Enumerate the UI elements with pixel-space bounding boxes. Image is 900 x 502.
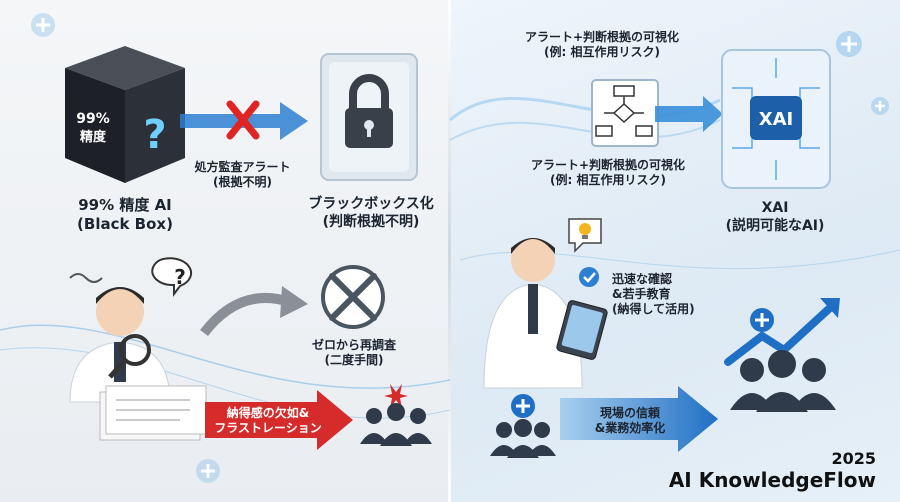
confirm-line3: (納得して活用)	[612, 302, 695, 316]
trust-label: 現場の信頼 &業務効率化	[570, 406, 690, 436]
trust-line1: 現場の信頼	[599, 406, 660, 420]
frustration-label: 納得感の欠如& フラストレーション	[208, 406, 328, 436]
reinvestigate-title: ゼロから再調査	[311, 338, 396, 352]
brand-name: AI KnowledgeFlow	[668, 468, 876, 492]
check-icon	[579, 267, 599, 287]
black-box-ai-title: 99% 精度 AI	[78, 196, 172, 214]
xai-subtitle: (説明可能なAI)	[725, 217, 825, 234]
svg-text:XAI: XAI	[759, 109, 794, 130]
frustration-line1: 納得感の欠如&	[226, 406, 310, 420]
plus-icon	[836, 31, 862, 57]
red-arrow-icon	[205, 390, 353, 450]
black-box-cube-icon: 99% 精度 ?	[65, 46, 185, 183]
alert-label: 処方監査アラート (根拠不明)	[180, 160, 305, 190]
reinvestigate-label: ゼロから再調査 (二度手間)	[293, 338, 415, 368]
svg-text:?: ?	[143, 112, 166, 158]
black-box-ai-subtitle: (Black Box)	[77, 214, 173, 233]
blackbox-label: ブラックボックス化 (判断根拠不明)	[296, 196, 446, 231]
confirm-label: 迅速な確認 &若手教育 (納得して活用)	[612, 272, 722, 317]
black-box-ai-label: 99% 精度 AI (Black Box)	[45, 196, 205, 234]
pharmacist-tablet-icon	[483, 238, 608, 389]
frustrated-team-icon	[360, 384, 432, 446]
panel-divider	[448, 0, 451, 502]
svg-text:99%: 99%	[76, 111, 110, 127]
brand-year: 2025	[831, 449, 876, 468]
mid-caption-subtitle: (例: 相互作用リスク)	[550, 173, 666, 187]
top-caption-title: アラート+判断根拠の可視化	[524, 30, 680, 44]
padlock-glass-icon	[320, 53, 418, 181]
blue-arrow-icon	[655, 96, 723, 132]
confirm-line2: &若手教育	[612, 287, 671, 301]
curved-arrow-icon	[200, 286, 308, 337]
blackbox-subtitle: (判断根拠不明)	[322, 213, 420, 230]
xai-chip-icon: XAI	[721, 49, 831, 189]
reinvestigate-subtitle: (二度手間)	[324, 353, 384, 367]
mid-caption-title: アラート+判断根拠の可視化	[530, 158, 686, 172]
xai-label: XAI (説明可能なAI)	[710, 200, 840, 235]
flowchart-icon	[591, 79, 659, 147]
team-plus-icon	[490, 394, 556, 458]
trust-line2: &業務効率化	[594, 421, 666, 435]
cancelled-clock-icon	[321, 265, 385, 329]
blackbox-title: ブラックボックス化	[308, 196, 434, 212]
plus-icon	[871, 97, 889, 115]
blue-gradient-arrow-icon	[560, 386, 718, 452]
svg-text:?: ?	[174, 265, 186, 289]
svg-text:精度: 精度	[80, 129, 107, 145]
plus-icon	[31, 13, 55, 37]
blocked-arrow-icon	[180, 100, 308, 140]
alert-subtitle: (根拠不明)	[213, 175, 272, 189]
xai-title: XAI	[761, 200, 789, 216]
brand: 2025 AI KnowledgeFlow	[669, 449, 876, 492]
confirm-line1: 迅速な確認	[612, 272, 673, 286]
frustration-line2: フラストレーション	[214, 421, 322, 435]
top-caption: アラート+判断根拠の可視化 (例: 相互作用リスク)	[512, 30, 692, 60]
top-caption-subtitle: (例: 相互作用リスク)	[544, 45, 660, 59]
growth-team-icon	[724, 298, 840, 412]
plus-icon	[196, 459, 220, 483]
lightbulb-icon	[568, 218, 602, 253]
confused-pharmacist-icon: ?	[69, 257, 207, 441]
alert-title: 処方監査アラート	[194, 160, 291, 174]
mid-caption: アラート+判断根拠の可視化 (例: 相互作用リスク)	[518, 158, 698, 188]
